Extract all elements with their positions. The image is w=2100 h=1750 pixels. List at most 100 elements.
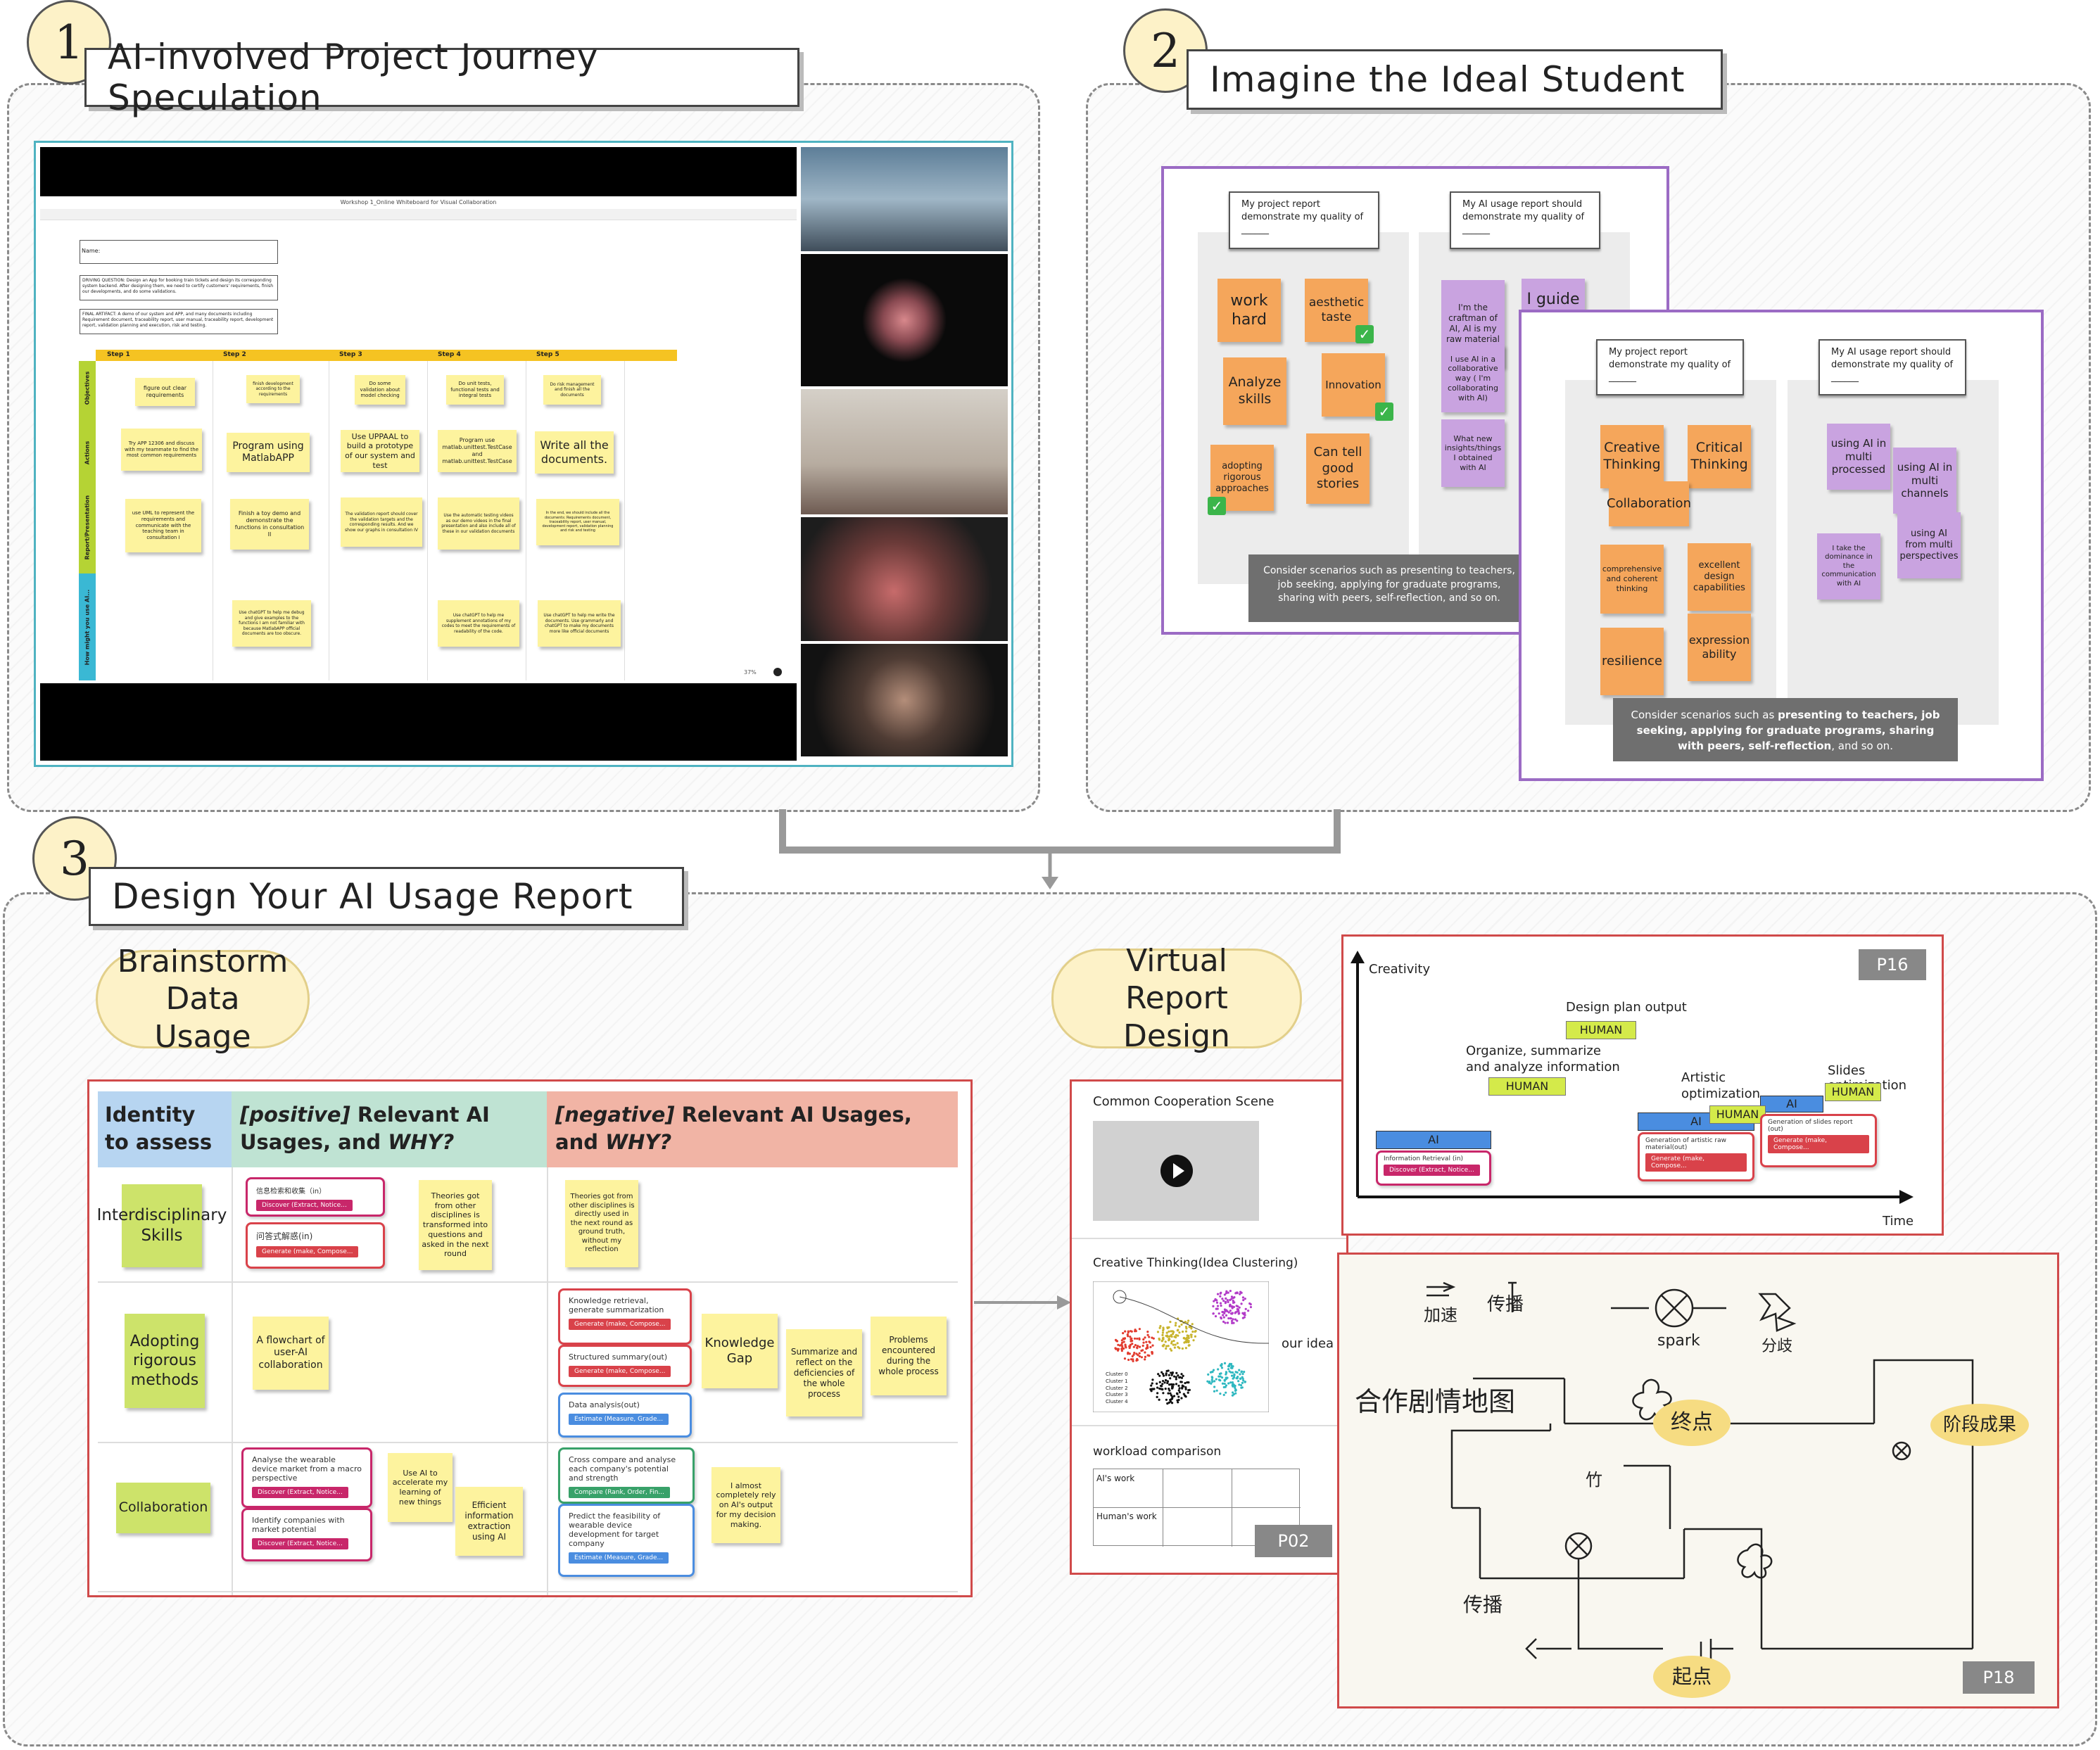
cluster-point [1230, 1295, 1234, 1298]
cluster-point [1156, 1331, 1160, 1333]
back-orange-5: Can tell good stories [1306, 433, 1370, 504]
front-scenario-bold: presenting to teachers, job seeking, app… [1636, 709, 1940, 752]
cluster-point [1160, 1388, 1163, 1390]
neg-card-r3-1-tag: Estimate (Measure, Grade... [569, 1552, 669, 1564]
pos-card-r1-0-tag: Discover (Extract, Notice... [256, 1200, 353, 1211]
cluster-point [1211, 1381, 1214, 1383]
cluster-point [1222, 1393, 1225, 1396]
section3-title: Design Your AI Usage Report [89, 867, 684, 926]
cluster-point [1123, 1357, 1127, 1360]
cluster-point [1140, 1349, 1143, 1352]
our-idea-label: our idea [1282, 1336, 1334, 1351]
cluster-point [1164, 1340, 1167, 1343]
identity-collaboration: Collaboration [116, 1483, 210, 1533]
objective-5: Do risk management and finish all the do… [543, 375, 601, 405]
back-orange-4: adopting rigorous approaches [1210, 445, 1274, 511]
cluster-point [1172, 1331, 1175, 1333]
cluster-point [1184, 1395, 1187, 1398]
cluster-point [1242, 1299, 1245, 1302]
cluster-point [1217, 1368, 1220, 1371]
cluster-point [1170, 1333, 1172, 1336]
cluster-point [1189, 1333, 1192, 1336]
cluster-point [1234, 1386, 1236, 1389]
col-header-negative-em: [negative] [555, 1103, 675, 1127]
step-5-label: Step 5 [536, 351, 559, 358]
cluster-point [1151, 1336, 1153, 1339]
cluster-point [1187, 1340, 1190, 1343]
pos-card-r1-1-text: 问答式解惑(in) [256, 1231, 313, 1241]
pos-note-r3-0: Use AI to accelerate my learning of new … [388, 1453, 453, 1522]
pos-note-r3-1: Efficient information extraction using A… [455, 1487, 523, 1556]
cluster-point [1174, 1343, 1177, 1346]
cluster-point [1131, 1355, 1134, 1358]
p16-card-retrieval-text: Information Retrieval (in) [1384, 1155, 1464, 1162]
steps-header [96, 350, 677, 361]
step-1-label: Step 1 [107, 351, 130, 358]
pos-card-r1-1-tag: Generate (make, Compose... [256, 1246, 359, 1257]
cluster-point [1188, 1388, 1191, 1391]
neg-card-r2-1-text: Structured summary(out) [569, 1352, 668, 1362]
p16-label-organize: Organize, summarize and analyze informat… [1466, 1044, 1620, 1074]
cluster-point [1226, 1299, 1229, 1302]
cluster-point [1227, 1317, 1230, 1320]
cluster-point [1225, 1297, 1227, 1300]
cluster-point [1175, 1383, 1178, 1386]
cluster-point [1241, 1386, 1244, 1389]
cluster-point [1172, 1375, 1176, 1378]
cluster-point [1177, 1384, 1180, 1387]
cluster-point [1127, 1335, 1130, 1338]
cluster-point [1117, 1348, 1120, 1350]
front-header-left: My project report demonstrate my quality… [1596, 339, 1744, 395]
cluster-point [1142, 1341, 1145, 1344]
cluster-point [1146, 1344, 1149, 1347]
cluster-point [1237, 1380, 1240, 1383]
zoom-level[interactable]: 37% [744, 669, 757, 676]
cluster-point [1213, 1386, 1216, 1388]
neg-note-r2-0: Knowledge Gap [702, 1314, 778, 1388]
section1-title: AI-involved Project Journey Speculation [84, 37, 799, 118]
action-1: Try APP 12306 and discuss with my teamma… [121, 429, 202, 471]
cluster-point [1156, 1386, 1159, 1389]
cluster-point [1225, 1314, 1228, 1317]
cluster-point [1232, 1318, 1234, 1321]
front-orange-1: Critical Thinking [1688, 425, 1751, 488]
help-icon[interactable] [773, 668, 782, 676]
front-purple-1: using AI in multi channels [1893, 448, 1956, 514]
cluster-point [1168, 1389, 1171, 1392]
p16-x-axis-label: Time [1883, 1214, 1914, 1229]
p16-card-slides: Generation of slides report (out) Genera… [1760, 1114, 1877, 1167]
cluster-point [1175, 1378, 1177, 1381]
cluster-point [1124, 1345, 1127, 1348]
cluster-point [1177, 1334, 1179, 1337]
cluster-point [1161, 1383, 1164, 1386]
cluster-point [1227, 1368, 1230, 1371]
cluster-point [1232, 1300, 1234, 1302]
cluster-point [1244, 1381, 1246, 1383]
neg-note-r3: I almost completely rely on AI's output … [711, 1467, 780, 1543]
action-2: Program using MatlabAPP [227, 433, 310, 472]
back-purple-2: What new insights/things I obtained with… [1441, 419, 1505, 487]
neg-note-r2-1: Summarize and reflect on the deficiencie… [786, 1329, 862, 1416]
pos-card-r3-0-tag: Discover (Extract, Notice... [252, 1487, 348, 1498]
cluster-point [1168, 1374, 1170, 1376]
cluster-point [1165, 1369, 1168, 1373]
cluster-point [1173, 1336, 1176, 1338]
cluster-point [1210, 1382, 1213, 1385]
back-orange-3: Innovation [1322, 353, 1385, 417]
cluster-point [1220, 1367, 1224, 1369]
cluster-point [1239, 1373, 1241, 1376]
front-header-right: My AI usage report should demonstrate my… [1818, 339, 1966, 395]
report-1: use UML to represent the requirements an… [125, 499, 201, 552]
cluster-point [1216, 1293, 1220, 1295]
cluster-point [1178, 1325, 1181, 1328]
cluster-point [1191, 1323, 1194, 1326]
workload-table: AI's work Human's work [1093, 1469, 1301, 1547]
neg-card-r2-2-tag: Estimate (Measure, Grade... [569, 1414, 669, 1425]
neg-card-r2-2-text: Data analysis(out) [569, 1400, 640, 1409]
name-field[interactable]: Name: [80, 240, 278, 264]
cluster-point [1227, 1300, 1229, 1303]
neg-card-r2-2: Data analysis(out) Estimate (Measure, Gr… [558, 1393, 692, 1438]
cluster-point [1120, 1339, 1123, 1342]
cluster-point [1151, 1350, 1153, 1354]
neg-card-r2-1: Structured summary(out) Generate (make, … [558, 1345, 692, 1387]
